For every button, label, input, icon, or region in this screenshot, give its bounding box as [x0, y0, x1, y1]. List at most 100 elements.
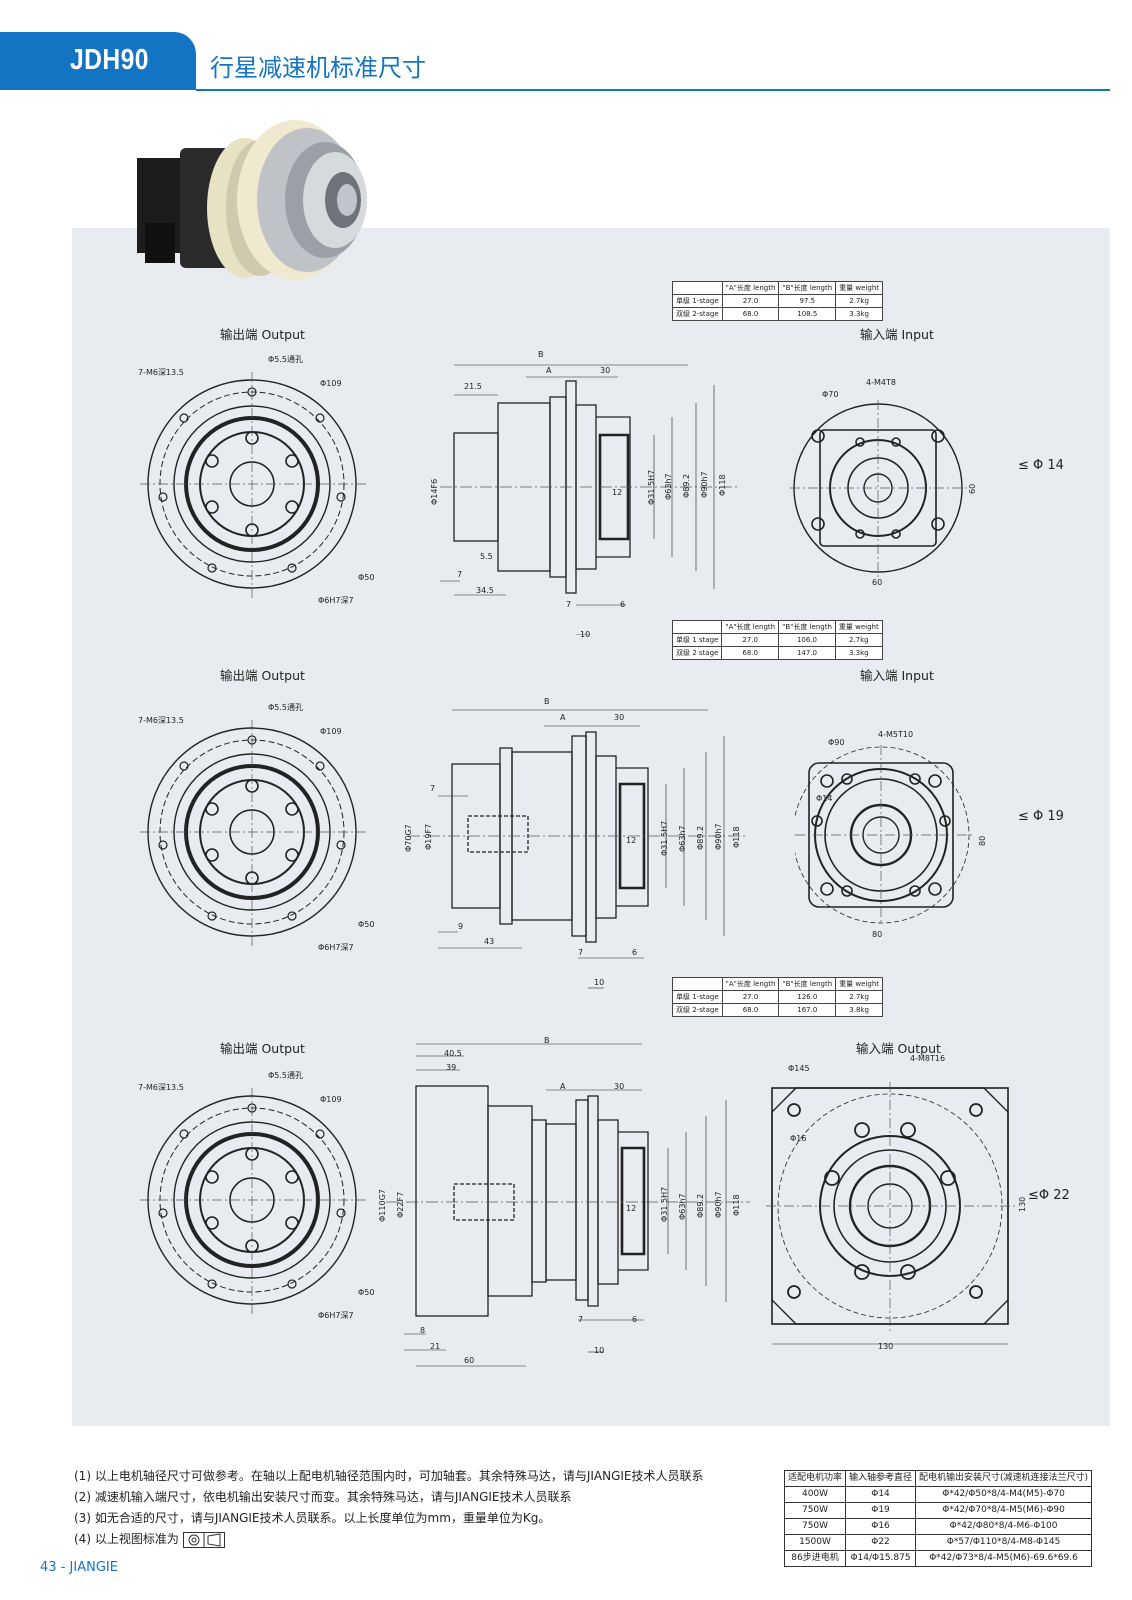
dim-63-2: Φ63h7: [678, 825, 687, 852]
motor-cell: Φ19: [845, 1502, 917, 1519]
dim-10-2: 10: [594, 978, 605, 987]
spec-cell: 68.0: [721, 307, 780, 321]
dim-m4-1: 4-M4T8: [866, 378, 896, 387]
dim-21-3: 21: [430, 1342, 441, 1351]
dim-10-1: 10: [580, 630, 591, 639]
motor-cell: 400W: [783, 1486, 847, 1503]
shaft-max-1: ≤ Φ 14: [1018, 458, 1064, 473]
spec-cell: 27.0: [721, 990, 780, 1004]
dim-6-1: 6: [620, 600, 626, 609]
spec-cell: 3.3kg: [835, 307, 884, 321]
dim-pcd-2: Φ90: [828, 738, 845, 747]
dim-39-3: 39: [446, 1063, 457, 1072]
spec-cell: 3.8kg: [835, 1003, 884, 1017]
spec-cell: 27.0: [721, 294, 780, 308]
dim-d50-3: Φ50: [358, 1288, 375, 1297]
page-number: 43: [40, 1560, 57, 1575]
dim-m6-3: 7-M6深13.5: [138, 1083, 184, 1092]
footer-separator: -: [60, 1560, 66, 1575]
spec-header-cell: "A"长度 length: [721, 620, 780, 634]
motor-cell: Φ14: [845, 1486, 917, 1503]
motor-cell: Φ*42/Φ70*8/4-M5(M6)-Φ90: [915, 1502, 1093, 1519]
dim-7-1: 7: [457, 570, 463, 579]
dim-63-3: Φ63h7: [678, 1193, 687, 1220]
spec-header-cell: "B"长度 length: [778, 281, 837, 295]
dim-sqh-3: 130: [1018, 1196, 1027, 1212]
dim-892-2: Φ89.2: [696, 825, 705, 850]
spec-cell: 单级 1-stage: [672, 990, 723, 1004]
dim-d109-1: Φ109: [320, 379, 342, 388]
dim-d109-3: Φ109: [320, 1095, 342, 1104]
dim-12-2: 12: [626, 836, 637, 845]
dim-892-1: Φ89.2: [682, 473, 691, 498]
dim-dia-2: Φ14: [816, 794, 833, 803]
spec-header-cell: "B"长度 length: [778, 977, 837, 991]
brand-name: JIANGIE: [69, 1560, 118, 1575]
dim-B-3: B: [544, 1036, 550, 1045]
dim-pil-2: Φ70G7: [404, 824, 413, 852]
dim-892-3: Φ89.2: [696, 1193, 705, 1218]
spec-header-cell: "B"长度 length: [778, 620, 836, 634]
input-label: 输入端 Input: [860, 327, 934, 342]
dim-7b-1: 7: [566, 600, 572, 609]
side-section-drawing: [440, 364, 740, 635]
spec-header-cell: 重量 weight: [835, 281, 884, 295]
dim-6-3: 6: [632, 1315, 638, 1324]
dim-B-2: B: [544, 697, 550, 706]
dim-sqh-1: 60: [968, 483, 977, 494]
spec-header-cell: 重量 weight: [835, 977, 884, 991]
dim-7b-3: 7: [578, 1315, 584, 1324]
spec-cell: 双级 2-stage: [672, 1003, 723, 1017]
side-section-drawing: [408, 709, 748, 989]
spec-header-cell: [672, 281, 723, 295]
dim-63-1: Φ63h7: [664, 473, 673, 500]
motor-cell: 86步进电机: [783, 1550, 847, 1567]
spec-cell: 167.0: [778, 1003, 837, 1017]
spec-cell: 147.0: [778, 646, 836, 660]
dim-10-3: 10: [594, 1346, 605, 1355]
dim-m8-3: 4-M8T16: [910, 1054, 946, 1063]
motor-cell: Φ*57/Φ110*8/4-M8-Φ145: [915, 1534, 1093, 1551]
motor-cell: Φ*42/Φ50*8/4-M4(M5)-Φ70: [915, 1486, 1093, 1503]
spec-cell: 3.3kg: [834, 646, 883, 660]
dim-A-1: A: [546, 366, 552, 375]
dim-pil-3: Φ110G7: [378, 1189, 387, 1222]
dim-sq-3: 130: [878, 1342, 894, 1351]
note-1: (1) 以上电机轴径尺寸可做参考。在轴以上配电机轴径范围内时，可加轴套。其余特殊…: [74, 1469, 704, 1483]
dim-d50-1: Φ50: [358, 573, 375, 582]
dim-90-1: Φ90h7: [700, 471, 709, 498]
motor-cell: Φ*42/Φ73*8/4-M5(M6)-69.6*69.6: [915, 1550, 1093, 1567]
input-flange-drawing: [795, 745, 973, 925]
dim-118-3: Φ118: [732, 1194, 741, 1216]
note-4: (4) 以上视图标准为: [74, 1532, 179, 1546]
product-image: [137, 120, 367, 280]
dim-118-1: Φ118: [718, 474, 727, 496]
output-flange-drawing: [140, 720, 366, 946]
dim-A-2: A: [560, 713, 566, 722]
input-label: 输入端 Output: [856, 1041, 941, 1056]
spec-cell: 2.7kg: [834, 633, 883, 647]
dim-pcd-3: Φ145: [788, 1064, 810, 1073]
spec-header-cell: "A"长度 length: [721, 281, 780, 295]
input-flange-drawing: [790, 400, 968, 578]
shaft-max-3: ≤Φ 22: [1028, 1188, 1070, 1203]
dim-6-2: 6: [632, 948, 638, 957]
dim-118-2: Φ118: [732, 826, 741, 848]
dim-shaft-2: Φ19F7: [424, 823, 433, 850]
dim-d6-3: Φ6H7深7: [318, 1311, 354, 1320]
dim-8-3: 8: [420, 1326, 426, 1335]
dim-shaft-1: Φ14F6: [430, 478, 439, 505]
spec-cell: 双级 2 stage: [671, 646, 723, 660]
spec-cell: 126.0: [778, 990, 837, 1004]
dim-hole-1: Φ5.5通孔: [268, 355, 304, 364]
dim-405-3: 40.5: [444, 1049, 462, 1058]
dim-d6-2: Φ6H7深7: [318, 943, 354, 952]
dim-sq-1: 60: [872, 578, 883, 587]
dim-345-1: 34.5: [476, 586, 494, 595]
side-section-drawing: [386, 1043, 750, 1367]
model-label: JDH90: [70, 44, 149, 76]
dim-30-3: 30: [614, 1082, 625, 1091]
spec-cell: 97.5: [778, 294, 837, 308]
